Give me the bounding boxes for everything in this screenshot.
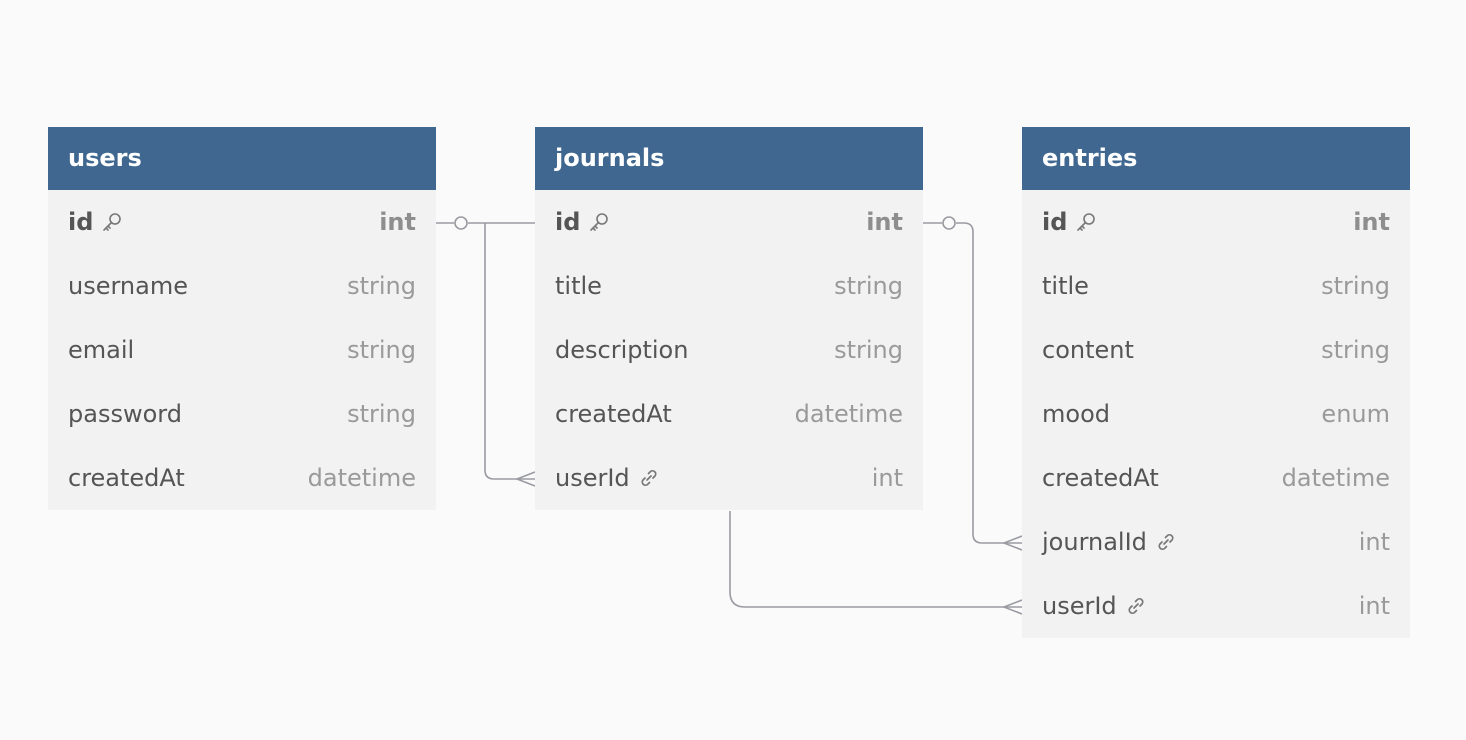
field-name: mood	[1042, 400, 1110, 428]
key-icon	[588, 211, 610, 233]
field-name: content	[1042, 336, 1134, 364]
field-name: createdAt	[68, 464, 185, 492]
field-type: int	[379, 208, 416, 236]
table-journals[interactable]: journals id int title string description…	[535, 127, 923, 510]
relationship-users-entries	[729, 511, 1022, 608]
many-crow-foot-marker	[1001, 535, 1023, 551]
field-row[interactable]: email string	[48, 318, 436, 382]
field-row[interactable]: password string	[48, 382, 436, 446]
field-row[interactable]: mood enum	[1022, 382, 1410, 446]
field-row[interactable]: userId int	[1022, 574, 1410, 638]
field-row[interactable]: username string	[48, 254, 436, 318]
field-row[interactable]: description string	[535, 318, 923, 382]
field-type: int	[871, 464, 903, 492]
field-row[interactable]: createdAt datetime	[535, 382, 923, 446]
link-icon	[638, 467, 660, 489]
field-row[interactable]: title string	[1022, 254, 1410, 318]
key-icon	[1075, 211, 1097, 233]
relationship-journals-entries	[923, 222, 1022, 544]
field-row[interactable]: userId int	[535, 446, 923, 510]
field-name: email	[68, 336, 135, 364]
field-type: datetime	[1281, 464, 1390, 492]
field-type: int	[1358, 592, 1390, 620]
field-type: int	[1358, 528, 1390, 556]
field-name: id	[68, 208, 94, 236]
one-optional-marker	[942, 216, 956, 230]
many-crow-foot-marker	[514, 471, 536, 487]
field-name: title	[555, 272, 602, 300]
table-header[interactable]: entries	[1022, 127, 1410, 190]
field-row[interactable]: createdAt datetime	[48, 446, 436, 510]
field-row[interactable]: content string	[1022, 318, 1410, 382]
field-name: password	[68, 400, 182, 428]
field-row[interactable]: id int	[535, 190, 923, 254]
table-users[interactable]: users id int username string email strin…	[48, 127, 436, 510]
link-icon	[1155, 531, 1177, 553]
field-type: datetime	[307, 464, 416, 492]
field-type: string	[347, 336, 416, 364]
field-type: datetime	[794, 400, 903, 428]
field-name: userId	[1042, 592, 1117, 620]
field-type: string	[1321, 272, 1390, 300]
field-row[interactable]: journalId int	[1022, 510, 1410, 574]
field-name: journalId	[1042, 528, 1147, 556]
link-icon	[1125, 595, 1147, 617]
field-type: string	[1321, 336, 1390, 364]
field-name: description	[555, 336, 689, 364]
field-type: int	[1353, 208, 1390, 236]
field-name: id	[1042, 208, 1068, 236]
one-optional-marker	[454, 216, 468, 230]
field-type: string	[347, 272, 416, 300]
table-header[interactable]: journals	[535, 127, 923, 190]
field-type: enum	[1321, 400, 1390, 428]
field-name: createdAt	[555, 400, 672, 428]
field-row[interactable]: createdAt datetime	[1022, 446, 1410, 510]
field-row[interactable]: id int	[1022, 190, 1410, 254]
field-name: username	[68, 272, 188, 300]
field-row[interactable]: id int	[48, 190, 436, 254]
relationship-users-journals	[436, 222, 535, 480]
key-icon	[101, 211, 123, 233]
field-type: int	[866, 208, 903, 236]
field-row[interactable]: title string	[535, 254, 923, 318]
field-type: string	[834, 336, 903, 364]
field-name: userId	[555, 464, 630, 492]
field-type: string	[347, 400, 416, 428]
field-name: title	[1042, 272, 1089, 300]
table-header[interactable]: users	[48, 127, 436, 190]
field-type: string	[834, 272, 903, 300]
many-crow-foot-marker	[1001, 599, 1023, 615]
table-entries[interactable]: entries id int title string content stri…	[1022, 127, 1410, 638]
field-name: createdAt	[1042, 464, 1159, 492]
field-name: id	[555, 208, 581, 236]
